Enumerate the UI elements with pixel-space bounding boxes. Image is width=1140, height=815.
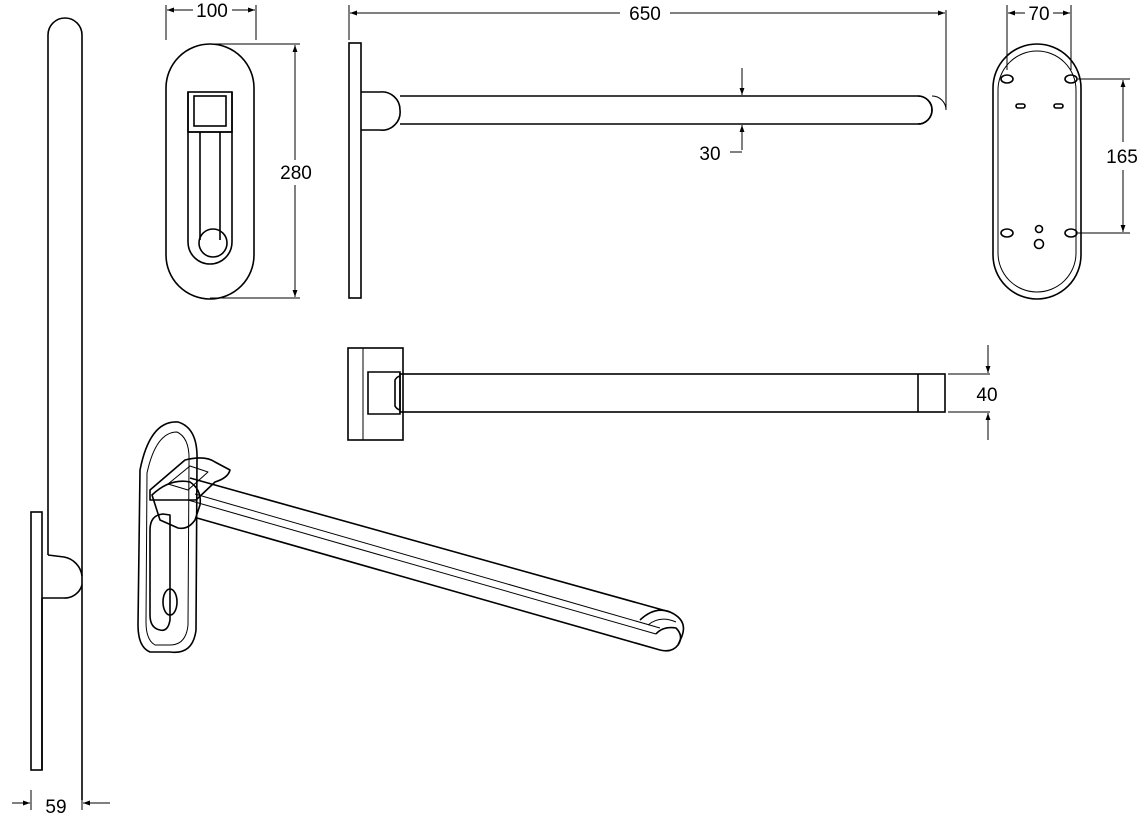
dimension-plate-hole-spacing-y: 165 [1106, 147, 1138, 168]
dimension-width-top: 100 [196, 1, 228, 22]
isometric-view [137, 421, 685, 654]
dimension-side-depth: 59 [45, 797, 66, 815]
dimension-height-front: 280 [280, 163, 312, 184]
side-view [12, 17, 110, 810]
front-view [165, 5, 300, 300]
dimension-bar-height: 40 [976, 385, 997, 406]
plan-view [347, 345, 991, 441]
dimension-bar-depth: 30 [699, 144, 720, 165]
top-view [348, 5, 947, 299]
dimension-length: 650 [629, 4, 661, 25]
plate-back-view [992, 5, 1130, 300]
dimension-plate-hole-spacing-x: 70 [1028, 4, 1049, 25]
